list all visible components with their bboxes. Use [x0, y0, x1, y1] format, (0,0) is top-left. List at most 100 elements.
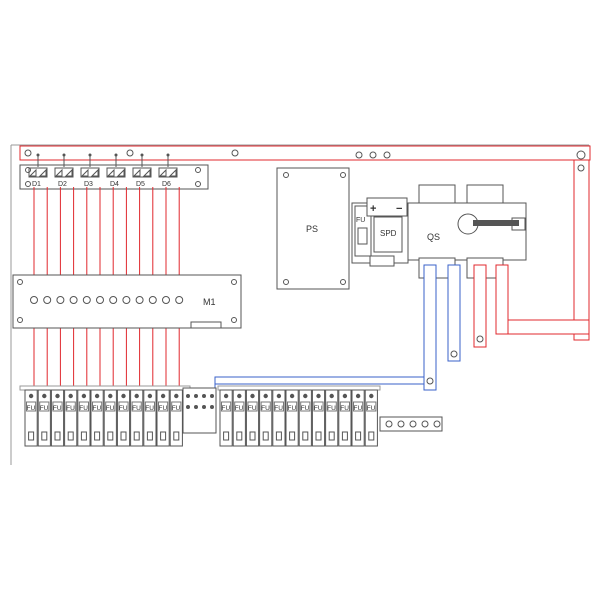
module-label: M1 — [203, 297, 216, 307]
fuse-holder[interactable]: FU — [245, 389, 260, 447]
sensor-hole — [175, 296, 184, 304]
fuse-label: FU — [79, 405, 88, 412]
surge-protection-device[interactable]: FU + − SPD — [351, 197, 409, 267]
terminal-dot — [210, 405, 214, 409]
fuse-holder[interactable]: FU — [338, 389, 352, 447]
fuse-label: FU — [274, 405, 283, 412]
switch-handle — [473, 220, 519, 226]
fuse-holder[interactable]: FU — [272, 389, 286, 447]
busbar-hole — [383, 151, 391, 159]
fuse-holder[interactable]: FU — [169, 389, 183, 447]
diode-label: D2 — [58, 181, 67, 188]
busbar-hole — [24, 149, 32, 157]
negative-return-wire — [214, 376, 424, 388]
spd-minus-label: − — [396, 203, 402, 215]
fuse-holder[interactable]: FU — [103, 389, 117, 447]
current-sensors — [30, 296, 184, 304]
fuse-holder[interactable]: FU — [77, 389, 91, 447]
power-supply-label: PS — [306, 224, 318, 234]
sensor-hole — [82, 296, 91, 304]
fuse-label: FU — [354, 405, 363, 412]
fuse-label: FU — [367, 405, 376, 412]
terminal-dot — [186, 394, 190, 398]
fuse-label: FU — [288, 405, 297, 412]
sensor-hole — [148, 296, 157, 304]
fuse-label: FU — [235, 405, 244, 412]
fuse-holder[interactable]: FU — [351, 389, 365, 447]
switch-label: QS — [427, 232, 440, 242]
fuse-holder[interactable]: FU — [24, 389, 38, 447]
fuse-holder[interactable]: FU — [130, 389, 144, 447]
fuse-label: FU — [301, 405, 310, 412]
fuse-label: FU — [222, 405, 231, 412]
diode-d3[interactable]: D3 — [80, 153, 100, 189]
fuse-label: FU — [145, 405, 154, 412]
busbar-hole — [126, 149, 134, 157]
fuse-label: FU — [159, 405, 168, 412]
output-busbars — [423, 264, 509, 391]
terminal-dot — [202, 394, 206, 398]
diode-label: D6 — [162, 181, 171, 188]
sensor-hole — [135, 296, 144, 304]
positive-busbar-top — [19, 145, 591, 161]
diode-d2[interactable]: D2 — [54, 153, 74, 189]
terminal-dot — [194, 394, 198, 398]
fuse-holder[interactable]: FU — [259, 389, 273, 447]
fuse-label: FU — [340, 405, 349, 412]
fuse-label: FU — [261, 405, 270, 412]
busbar-hole — [355, 151, 363, 159]
diode-label: D5 — [136, 181, 145, 188]
fuse-holder[interactable]: FU — [232, 389, 246, 447]
fuse-block-negative: FU FU FU FU FU FU FU FU FU FU FU FU — [219, 389, 378, 447]
fuse-holder[interactable]: FU — [285, 389, 299, 447]
power-supply[interactable]: PS — [276, 167, 350, 290]
fuse-label: FU — [172, 405, 181, 412]
fuse-label: FU — [27, 405, 36, 412]
fuse-label: FU — [314, 405, 323, 412]
fuse-holder[interactable]: FU — [298, 389, 312, 447]
fuse-label: FU — [53, 405, 62, 412]
fuse-holder[interactable]: FU — [311, 389, 326, 447]
fuse-label: FU — [248, 405, 257, 412]
load-switch[interactable]: QS — [407, 184, 527, 279]
fuse-holder[interactable]: FU — [325, 389, 339, 447]
fuse-holder[interactable]: FU — [116, 389, 131, 447]
fuse-label: FU — [106, 405, 115, 412]
fuse-holder[interactable]: FU — [156, 389, 170, 447]
fuse-holder[interactable]: FU — [219, 389, 233, 447]
fuse-holder[interactable]: FU — [50, 389, 65, 447]
diode-d5[interactable]: D5 — [132, 153, 152, 189]
positive-return-bar — [495, 159, 590, 341]
terminal-dot — [210, 394, 214, 398]
fuse-label: FU — [93, 405, 102, 412]
fuse-holder[interactable]: FU — [64, 389, 78, 447]
diode-d4[interactable]: D4 — [106, 153, 126, 189]
sensor-hole — [96, 296, 104, 304]
spd-plus-label: + — [370, 203, 376, 215]
ground-terminal-bar — [379, 416, 443, 432]
spd-fuse-label: FU — [356, 217, 365, 224]
diode-d6[interactable]: D6 — [158, 153, 178, 189]
sensor-hole — [162, 296, 170, 304]
sensor-hole — [56, 296, 65, 304]
fuse-label: FU — [132, 405, 141, 412]
fuse-holder[interactable]: FU — [364, 389, 378, 447]
fuse-label: FU — [119, 405, 128, 412]
fuse-holder[interactable]: FU — [90, 389, 104, 447]
diode-d1[interactable]: D1 — [28, 153, 48, 189]
sensor-hole — [109, 296, 118, 304]
fuse-label: FU — [327, 405, 336, 412]
sensor-hole — [43, 296, 52, 304]
terminal-dot — [186, 405, 190, 409]
terminal-dot — [194, 405, 198, 409]
fuse-holder[interactable]: FU — [37, 389, 51, 447]
fuse-holder[interactable]: FU — [143, 389, 157, 447]
fuse-label: FU — [66, 405, 75, 412]
diode-label: D4 — [110, 181, 119, 188]
busbar-hole — [231, 149, 239, 157]
busbar-hole — [369, 151, 377, 159]
